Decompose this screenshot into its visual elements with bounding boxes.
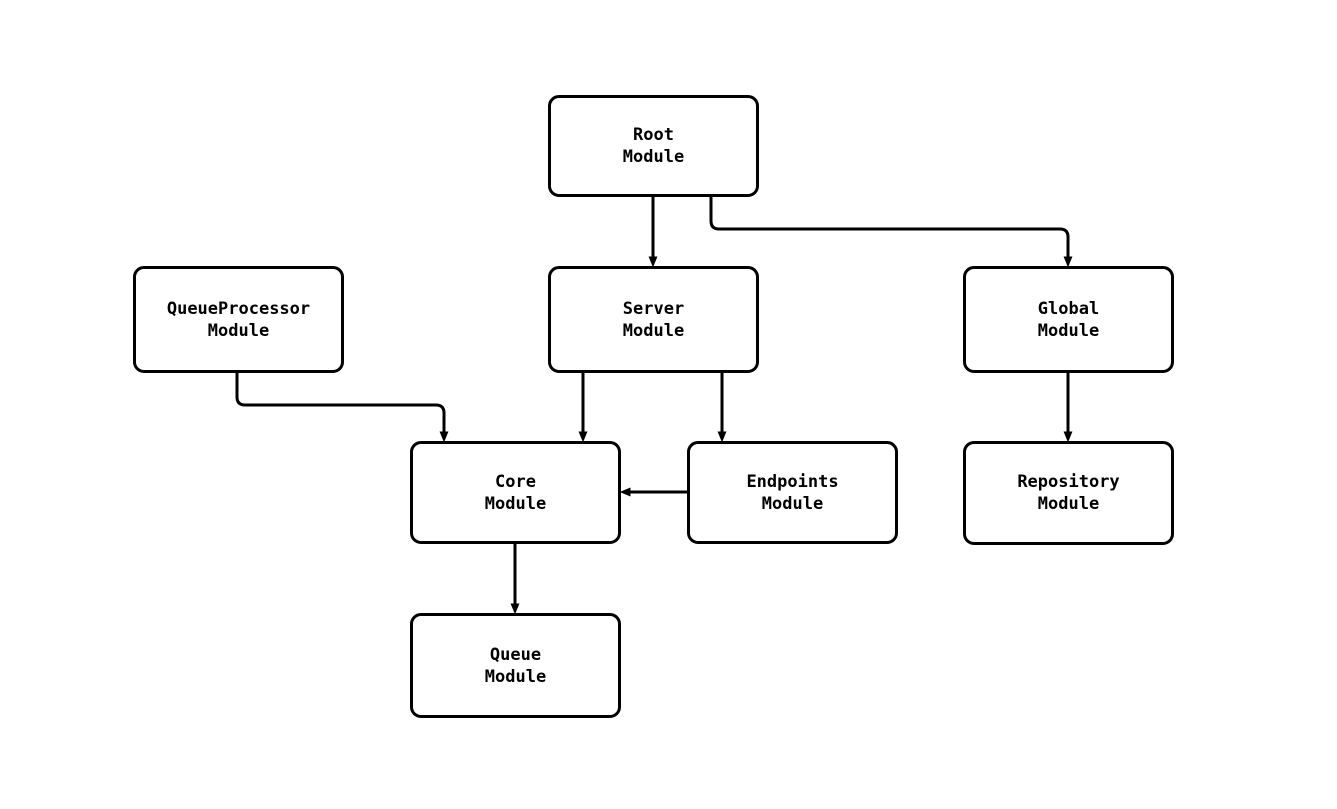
node-repository-module[interactable]: Repository Module bbox=[963, 441, 1174, 545]
node-label: Endpoints Module bbox=[746, 471, 839, 514]
node-label: Core Module bbox=[484, 471, 547, 514]
node-queueprocessor-module[interactable]: QueueProcessor Module bbox=[133, 266, 344, 373]
node-label: Global Module bbox=[1037, 298, 1100, 341]
node-global-module[interactable]: Global Module bbox=[963, 266, 1174, 373]
node-label: Root Module bbox=[622, 125, 685, 167]
node-label: QueueProcessor Module bbox=[166, 298, 311, 341]
node-root-module[interactable]: Root Module bbox=[548, 95, 759, 197]
node-core-module[interactable]: Core Module bbox=[410, 441, 621, 544]
edge-queueprocessor-to-core bbox=[235, 373, 449, 443]
node-endpoints-module[interactable]: Endpoints Module bbox=[687, 441, 898, 544]
node-queue-module[interactable]: Queue Module bbox=[410, 613, 621, 718]
node-server-module[interactable]: Server Module bbox=[548, 266, 759, 373]
node-label: Server Module bbox=[622, 298, 685, 341]
edge-root-to-global bbox=[709, 197, 1073, 268]
node-label: Queue Module bbox=[484, 644, 547, 687]
node-label: Repository Module bbox=[1017, 472, 1120, 514]
